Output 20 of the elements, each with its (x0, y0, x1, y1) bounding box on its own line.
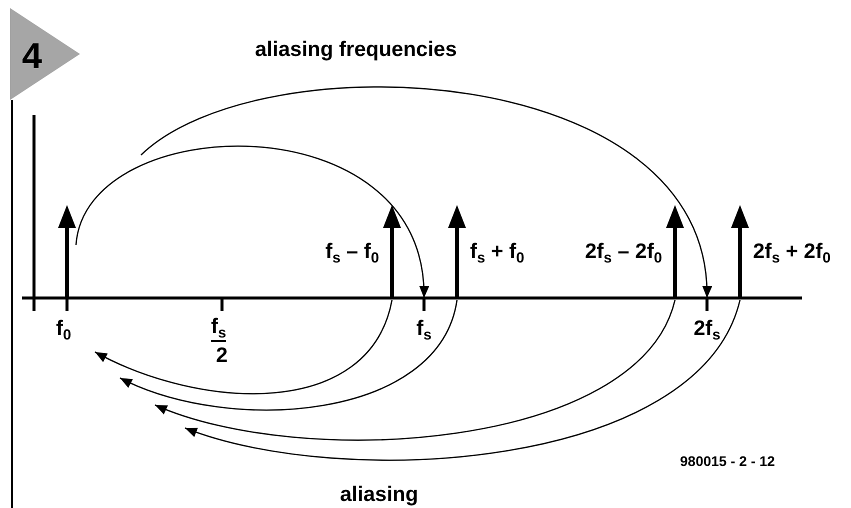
tick-label: f$_{s}$ (416, 317, 432, 340)
curved-arrow (120, 300, 458, 410)
arc-label: aliasing frequencies (255, 38, 457, 62)
spectral-line-arrow (58, 205, 76, 298)
curved-arrow (184, 300, 741, 461)
curved-arrow (75, 146, 428, 298)
frequency-label: f$_{s}$ + f$_{0}$ (469, 240, 526, 264)
frequency-label: f$_{s}$ – f$_{0}$ (324, 240, 380, 264)
fraction-denominator: 2 (216, 344, 228, 368)
frequency-label: 2f$_{s}$ + 2f$_{0}$ (752, 240, 832, 264)
figure-number: 4 (22, 35, 42, 77)
tick-label: f$_{0}$ (56, 317, 72, 341)
curved-arrow (154, 300, 676, 441)
curved-arrow (140, 86, 710, 298)
frequency-label: 2f$_{s}$ – 2f$_{0}$ (584, 240, 663, 264)
tick-label: 2f$_{s}$ (694, 317, 720, 340)
figure-reference: 980015 - 2 - 12 (680, 453, 775, 469)
fraction-numerator: f$_{s}$ (211, 315, 226, 342)
arc-label: aliasing (340, 483, 418, 507)
curved-arrow (94, 300, 393, 394)
